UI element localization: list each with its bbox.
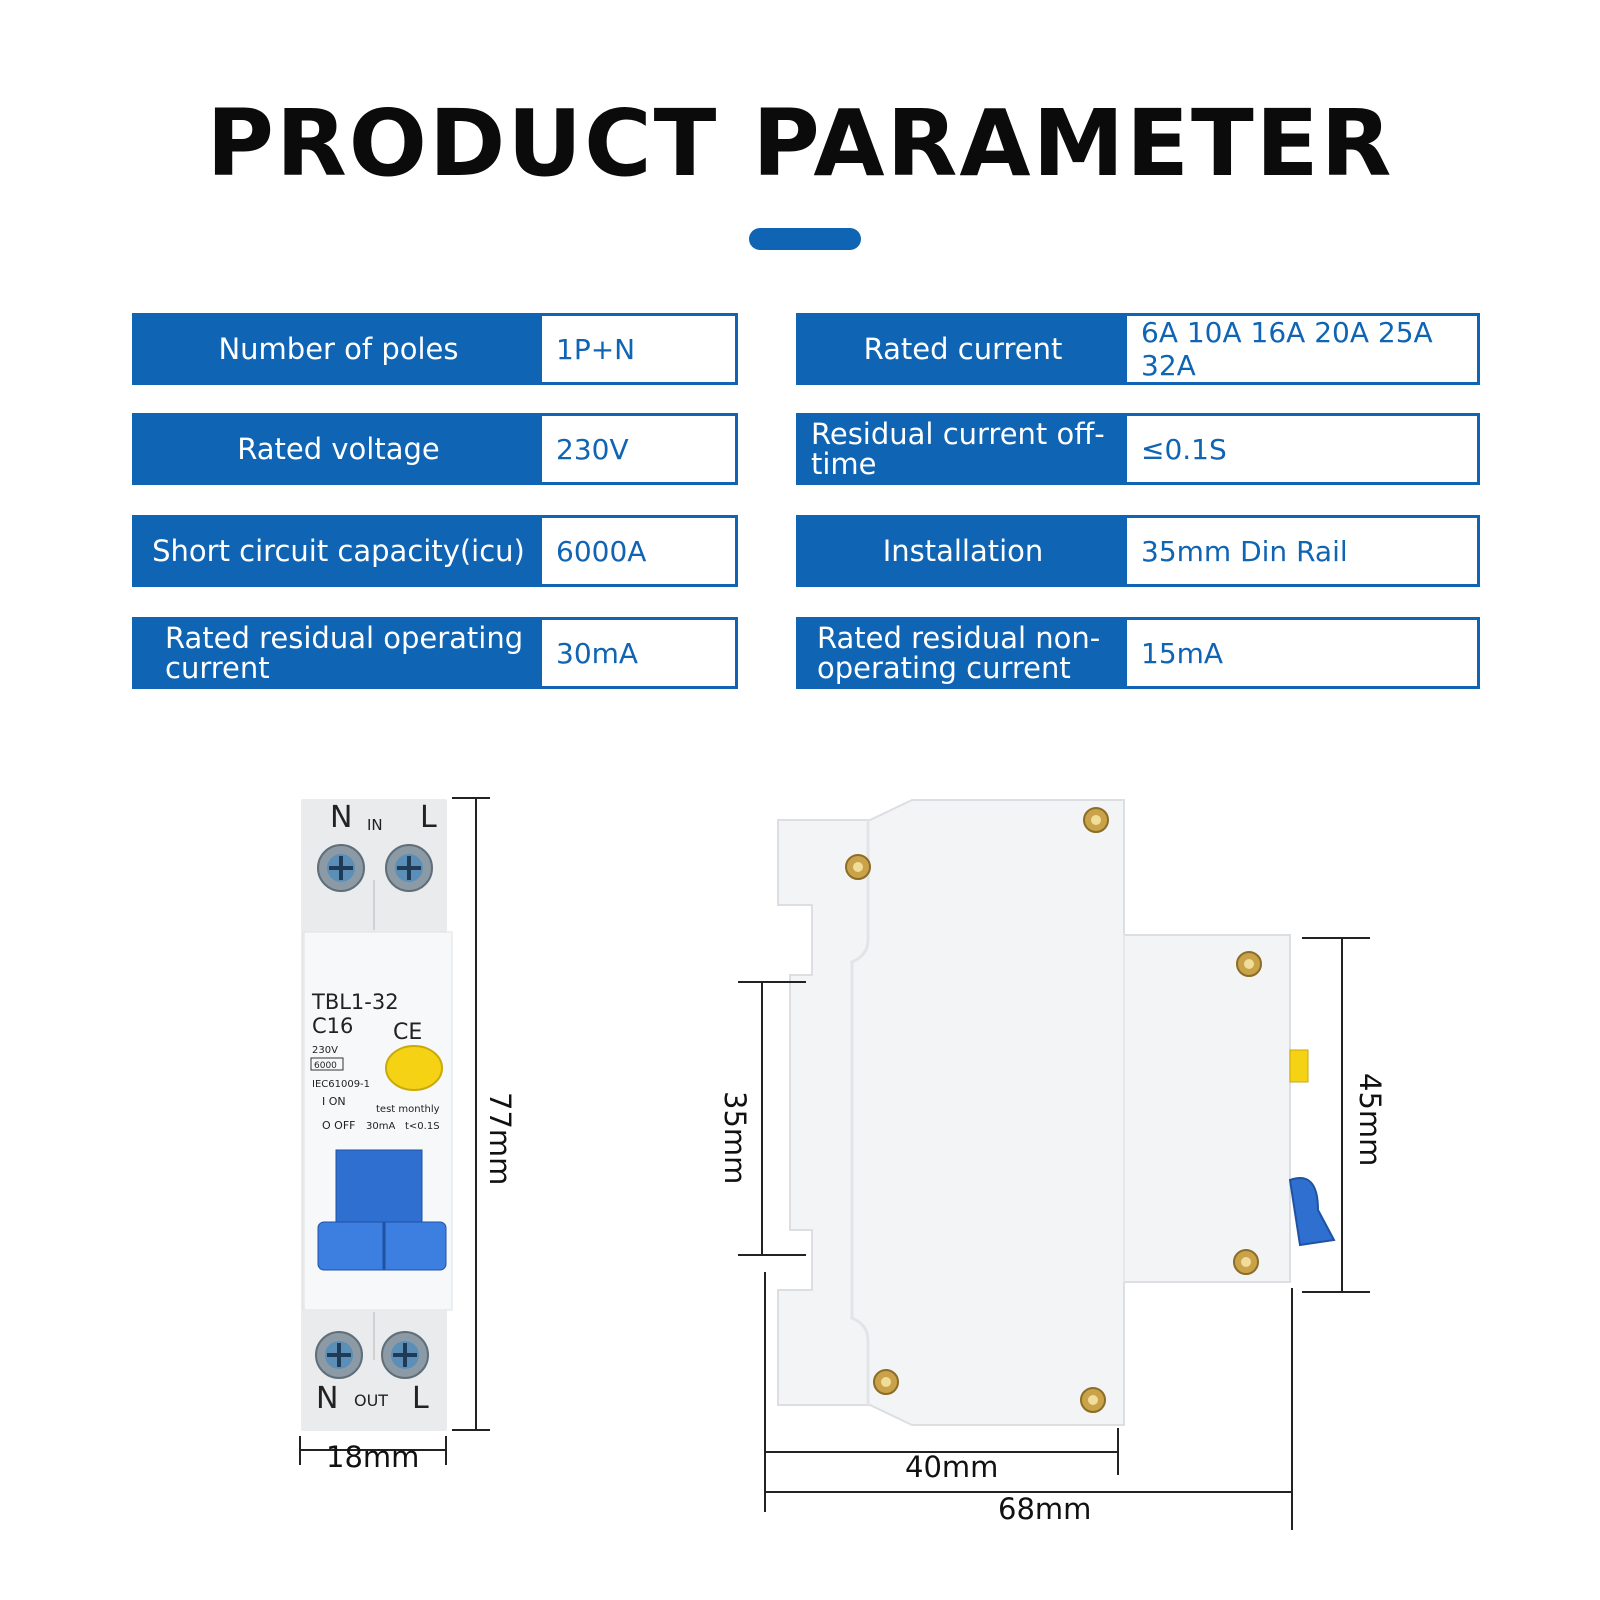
param-row-residual-non-operating: Rated residual non-operating current 15m…	[796, 617, 1480, 689]
front-voltage: 230V	[312, 1045, 338, 1056]
param-label: Rated residual operating current	[135, 620, 542, 686]
front-standard: IEC61009-1	[312, 1079, 370, 1090]
param-value: 230V	[556, 432, 629, 466]
param-value: 1P+N	[556, 332, 636, 366]
front-top-l: L	[420, 800, 437, 835]
param-row-voltage: Rated voltage 230V	[132, 413, 738, 485]
breaker-side-view	[777, 799, 1336, 1426]
dim-side-rail: 35mm	[718, 1091, 752, 1185]
front-rating: C16	[312, 1014, 353, 1038]
param-label: Rated current	[799, 316, 1127, 382]
param-row-residual-operating: Rated residual operating current 30mA	[132, 617, 738, 689]
dim-front-width: 18mm	[326, 1440, 420, 1474]
test-button-side	[1289, 1049, 1309, 1083]
param-row-rated-current: Rated current 6A 10A 16A 20A 25A 32A	[796, 313, 1480, 385]
param-value: 35mm Din Rail	[1141, 534, 1348, 568]
toggle-handle-side	[1288, 1177, 1336, 1247]
front-bottom-n: N	[316, 1381, 338, 1416]
param-label: Number of poles	[135, 316, 542, 382]
param-row-poles: Number of poles 1P+N	[132, 313, 738, 385]
side-dimension-lines	[738, 937, 1370, 1530]
param-label: Short circuit capacity(icu)	[135, 518, 542, 584]
front-top-n: N	[330, 800, 352, 835]
front-bottom-out: OUT	[354, 1391, 388, 1410]
param-label: Rated residual non-operating current	[799, 620, 1127, 686]
title-accent-bar	[749, 228, 861, 250]
param-row-off-time: Residual current off-time ≤0.1S	[796, 413, 1480, 485]
param-value: 6A 10A 16A 20A 25A 32A	[1141, 316, 1433, 382]
param-label: Installation	[799, 518, 1127, 584]
toggle-handle	[317, 1221, 447, 1271]
param-row-short-circuit: Short circuit capacity(icu) 6000A	[132, 515, 738, 587]
front-model: TBL1-32	[311, 990, 399, 1014]
front-on: I ON	[322, 1095, 346, 1108]
front-time: t<0.1S	[405, 1121, 440, 1132]
param-row-installation: Installation 35mm Din Rail	[796, 515, 1480, 587]
dim-side-height: 45mm	[1353, 1073, 1387, 1167]
param-label: Residual current off-time	[799, 416, 1127, 482]
front-ce: CE	[393, 1020, 422, 1045]
dim-side-width-total: 68mm	[998, 1492, 1092, 1526]
breaker-front-view: N IN L TBL1-32 C16 CE 230V 6000 IEC61009…	[301, 799, 453, 1431]
front-dimension-lines	[299, 797, 490, 1465]
front-off: O OFF	[322, 1119, 355, 1132]
dim-front-height: 77mm	[483, 1092, 517, 1186]
front-bottom-l: L	[412, 1381, 429, 1416]
page-title: PRODUCT PARAMETER	[206, 90, 1394, 197]
param-value: 6000A	[556, 534, 647, 568]
param-value: ≤0.1S	[1141, 432, 1227, 466]
dim-side-width-inner: 40mm	[905, 1450, 999, 1484]
test-button	[385, 1045, 443, 1091]
param-value: 30mA	[556, 636, 639, 670]
param-label: Rated voltage	[135, 416, 542, 482]
param-value: 15mA	[1141, 636, 1224, 670]
front-top-in: IN	[367, 816, 383, 834]
front-test: test monthly	[376, 1104, 440, 1115]
front-capacity: 6000	[314, 1061, 337, 1071]
front-ma: 30mA	[366, 1121, 395, 1132]
